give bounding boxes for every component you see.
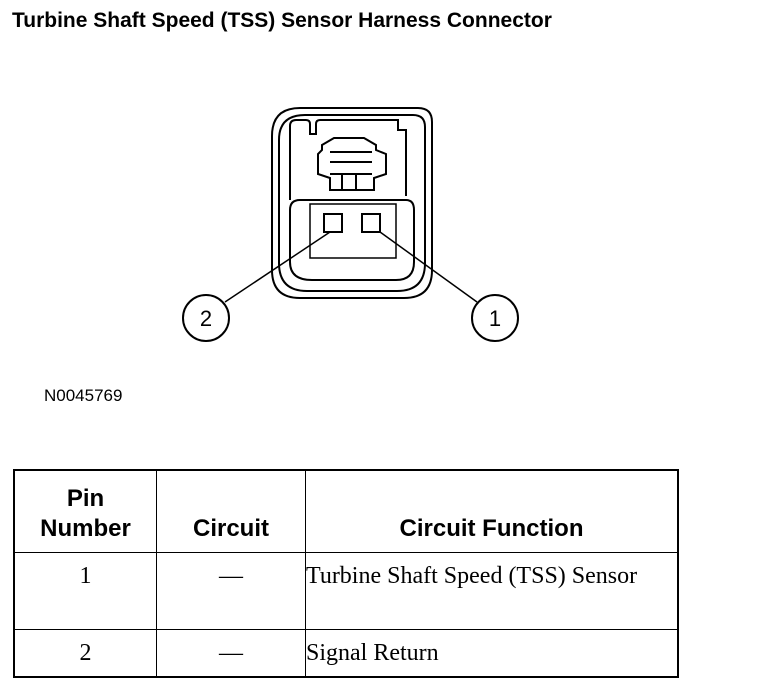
connector-face — [289, 199, 415, 281]
callout-circle-2 — [182, 294, 230, 342]
cell-pin: 2 — [13, 629, 157, 678]
callout-circle-1 — [471, 294, 519, 342]
header-circuit: Circuit — [156, 469, 306, 553]
page-title: Turbine Shaft Speed (TSS) Sensor Harness… — [12, 9, 552, 32]
latch-lever — [317, 137, 387, 191]
connector-inner-shell — [278, 114, 426, 292]
connector-diagram: 2 1 — [182, 107, 519, 342]
leader-line-1 — [379, 231, 478, 303]
leader-line-2 — [224, 231, 331, 303]
figure-id: N0045769 — [44, 386, 123, 405]
cell-pin: 1 — [13, 552, 157, 630]
header-pin-number: Pin Number — [13, 469, 157, 553]
pin-cavity-housing — [309, 203, 397, 259]
table-row: 2 — Signal Return — [13, 629, 679, 678]
cell-function: Signal Return — [305, 629, 679, 678]
connector-outer-shell — [271, 107, 433, 299]
locking-tab — [289, 119, 407, 200]
table-header-row: Pin Number Circuit Circuit Function — [13, 469, 679, 553]
callout-label-1: 1 — [489, 306, 501, 331]
pin-table: Pin Number Circuit Circuit Function 1 — … — [13, 469, 679, 678]
cell-circuit: — — [156, 629, 306, 678]
cell-function: Turbine Shaft Speed (TSS) Sensor — [305, 552, 679, 630]
callout-label-2: 2 — [200, 306, 212, 331]
table-row: 1 — Turbine Shaft Speed (TSS) Sensor — [13, 552, 679, 630]
cell-circuit: — — [156, 552, 306, 630]
pin-cavity-2 — [323, 213, 343, 233]
pin-cavity-1 — [361, 213, 381, 233]
header-circuit-function: Circuit Function — [305, 469, 679, 553]
